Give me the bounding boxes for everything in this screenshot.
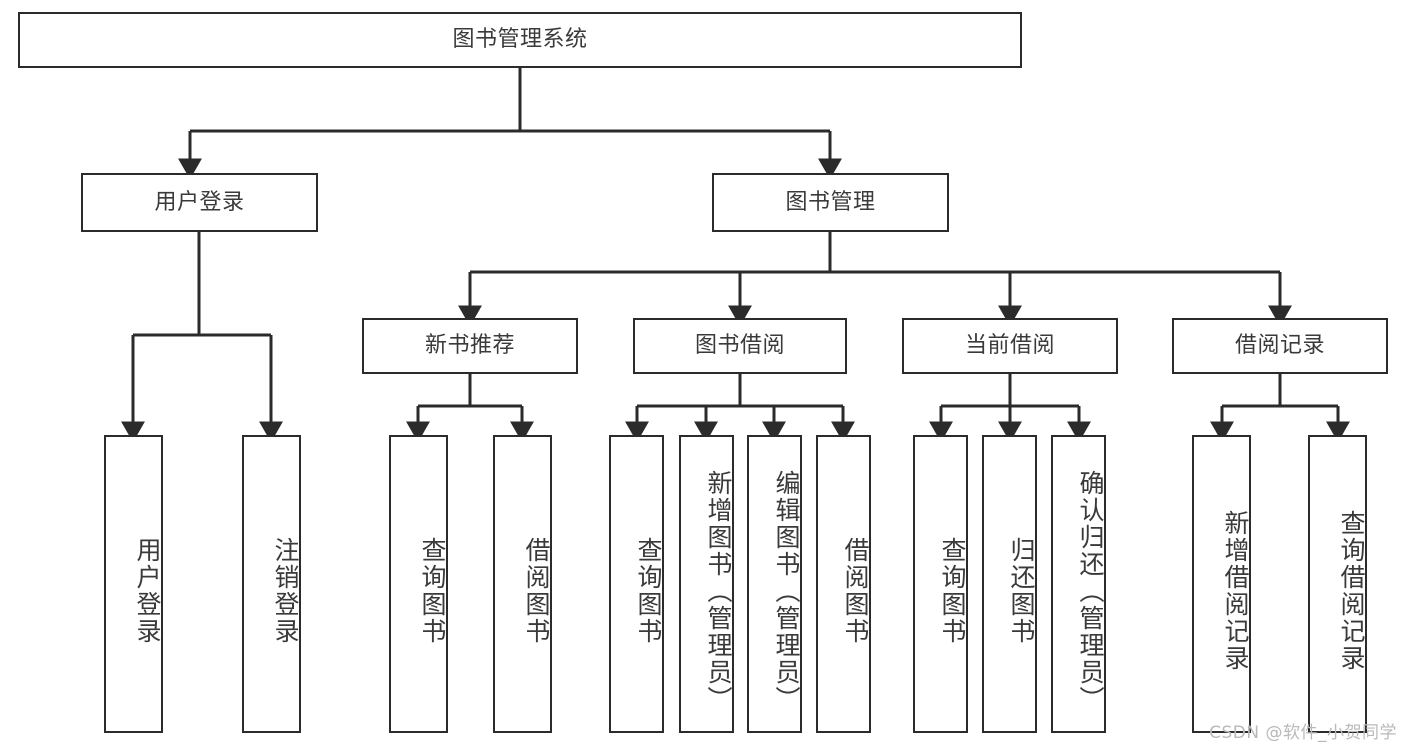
- leaf-book-borrow-borrow-label: 借阅图书: [841, 537, 870, 645]
- node-book-borrow-label: 图书借阅: [694, 333, 785, 359]
- leaf-new-book-borrow-label: 借阅图书: [522, 537, 551, 645]
- leaf-book-borrow-add[interactable]: 新增图书（管理员）: [679, 435, 734, 733]
- leaf-current-borrow-confirm-return-label: 确认归还（管理员）: [1076, 469, 1105, 713]
- node-new-book-recommend[interactable]: 新书推荐: [362, 318, 578, 374]
- leaf-current-borrow-return[interactable]: 归还图书: [982, 435, 1037, 733]
- leaf-book-borrow-edit[interactable]: 编辑图书（管理员）: [747, 435, 802, 733]
- node-current-borrow[interactable]: 当前借阅: [902, 318, 1118, 374]
- leaf-current-borrow-query-label: 查询图书: [938, 537, 967, 645]
- leaf-new-book-query[interactable]: 查询图书: [389, 435, 448, 733]
- node-borrow-record[interactable]: 借阅记录: [1172, 318, 1388, 374]
- leaf-current-borrow-return-label: 归还图书: [1007, 537, 1036, 645]
- leaf-book-borrow-edit-label: 编辑图书（管理员）: [772, 469, 801, 713]
- node-system-title[interactable]: 图书管理系统: [18, 12, 1022, 68]
- leaf-book-borrow-add-label: 新增图书（管理员）: [704, 469, 733, 713]
- leaf-current-borrow-query[interactable]: 查询图书: [913, 435, 968, 733]
- node-book-borrow[interactable]: 图书借阅: [633, 318, 847, 374]
- node-current-borrow-label: 当前借阅: [964, 333, 1055, 359]
- node-user-login[interactable]: 用户登录: [81, 173, 318, 232]
- leaf-user-login-login-label: 用户登录: [133, 537, 162, 645]
- leaf-new-book-borrow[interactable]: 借阅图书: [493, 435, 552, 733]
- node-book-management[interactable]: 图书管理: [712, 173, 949, 232]
- leaf-borrow-record-query-label: 查询借阅记录: [1337, 510, 1366, 672]
- node-book-management-label: 图书管理: [785, 189, 876, 215]
- leaf-new-book-query-label: 查询图书: [418, 537, 447, 645]
- node-borrow-record-label: 借阅记录: [1234, 333, 1325, 359]
- leaf-book-borrow-borrow[interactable]: 借阅图书: [816, 435, 871, 733]
- leaf-current-borrow-confirm-return[interactable]: 确认归还（管理员）: [1051, 435, 1106, 733]
- leaf-borrow-record-add-label: 新增借阅记录: [1221, 510, 1250, 672]
- leaf-user-login-logout[interactable]: 注销登录: [242, 435, 301, 733]
- node-new-book-recommend-label: 新书推荐: [424, 333, 515, 359]
- leaf-user-login-logout-label: 注销登录: [271, 537, 300, 645]
- leaf-user-login-login[interactable]: 用户登录: [104, 435, 163, 733]
- node-user-login-label: 用户登录: [154, 189, 245, 215]
- watermark: CSDN @软件_小贺同学: [1209, 723, 1397, 743]
- leaf-book-borrow-query[interactable]: 查询图书: [609, 435, 664, 733]
- leaf-borrow-record-query[interactable]: 查询借阅记录: [1308, 435, 1367, 733]
- leaf-book-borrow-query-label: 查询图书: [634, 537, 663, 645]
- leaf-borrow-record-add[interactable]: 新增借阅记录: [1192, 435, 1251, 733]
- node-system-title-label: 图书管理系统: [452, 27, 588, 53]
